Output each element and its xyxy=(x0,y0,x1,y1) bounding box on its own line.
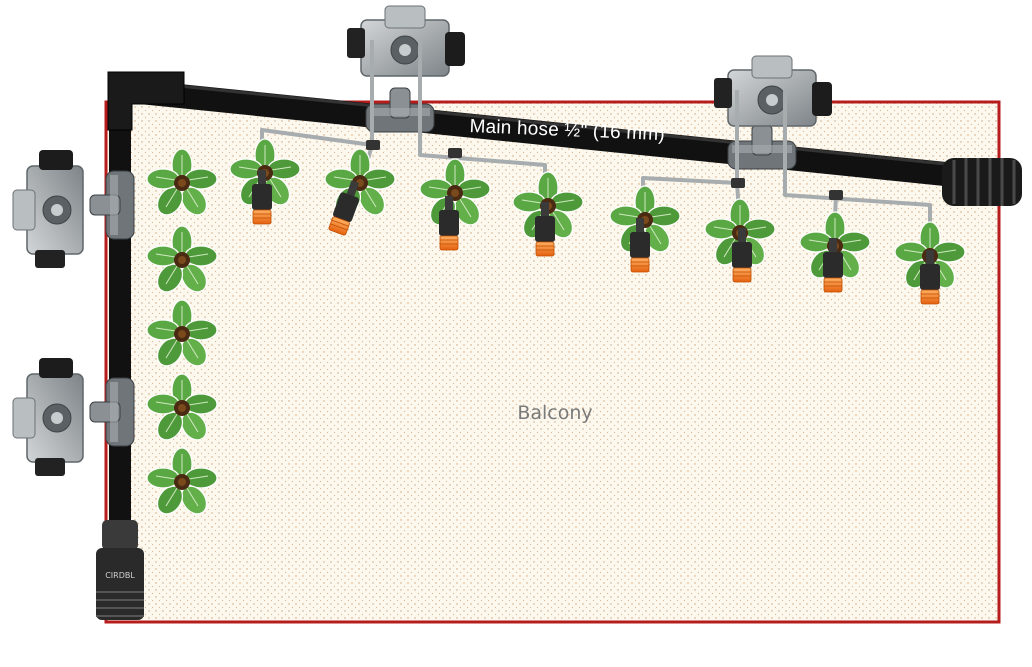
end-cap-icon: CIRDBL xyxy=(96,520,144,620)
t-connector-icon xyxy=(89,377,135,447)
t-connector-icon xyxy=(89,170,135,240)
elbow-connector-icon xyxy=(107,71,185,131)
valve-icon xyxy=(713,55,833,127)
valve-icon xyxy=(12,357,84,477)
valve-icon xyxy=(346,5,466,77)
balcony-label: Balcony xyxy=(517,402,593,424)
valve-icon xyxy=(12,149,84,269)
main-hose-top xyxy=(108,78,967,187)
end-cap-icon xyxy=(942,158,1022,206)
t-connector-icon xyxy=(365,87,435,133)
end-cap-brand: CIRDBL xyxy=(105,571,135,580)
